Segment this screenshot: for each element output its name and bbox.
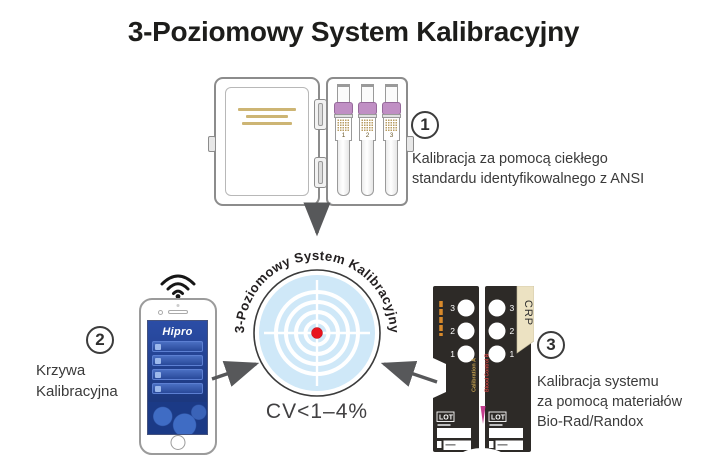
menu-icon bbox=[155, 343, 161, 350]
lot-icon bbox=[437, 441, 442, 448]
vial-label-pattern bbox=[337, 119, 350, 131]
phone-camera bbox=[158, 310, 163, 315]
page-title: 3-Poziomowy System Kalibracyjny bbox=[127, 16, 580, 47]
menu-icon bbox=[155, 385, 161, 392]
case-lid bbox=[208, 77, 320, 206]
calibration-a-vertical-text: Calibration A bbox=[472, 358, 478, 392]
vial-label: 1 bbox=[335, 117, 352, 141]
well-number: 1 bbox=[450, 349, 455, 359]
step-3-badge: 3 bbox=[537, 331, 565, 359]
vial-tube bbox=[385, 140, 398, 196]
vial-tube bbox=[361, 140, 374, 196]
vial-dropper bbox=[337, 84, 350, 103]
phone-sensor-dot bbox=[176, 304, 180, 307]
app-menu-item bbox=[152, 355, 203, 366]
step-1-caption: Kalibracja za pomocą ciekłego standardu … bbox=[412, 151, 645, 187]
vial-dropper bbox=[385, 84, 398, 103]
lot-print-line bbox=[497, 444, 508, 446]
calibration-target: 3-Poziomowy System Kalibracyjny CV<1–4% bbox=[232, 248, 402, 423]
blood-control-vertical-text: Blood Control B bbox=[485, 353, 491, 392]
case-lid-label bbox=[225, 87, 309, 196]
crp-tab-label: CRP bbox=[522, 300, 534, 326]
world-map-graphic bbox=[148, 402, 207, 434]
case-hinge bbox=[314, 157, 327, 188]
wifi-icon bbox=[160, 274, 196, 299]
case-label-line bbox=[238, 108, 296, 111]
phone-speaker bbox=[168, 310, 188, 314]
vial-label: 3 bbox=[383, 117, 400, 141]
lot-write-box bbox=[495, 440, 523, 450]
calibrator-vial: 1 bbox=[333, 84, 355, 202]
case-label-line bbox=[246, 115, 288, 118]
case-hinge bbox=[314, 99, 327, 130]
vial-number: 3 bbox=[389, 132, 394, 139]
phone-screen: Hipro bbox=[147, 320, 208, 435]
case-tray: 1 2 3 bbox=[326, 77, 414, 206]
lot-number-line bbox=[437, 424, 451, 426]
vial-dropper bbox=[361, 84, 374, 103]
menu-icon bbox=[155, 357, 161, 364]
calibrator-case: 1 2 3 bbox=[208, 77, 414, 208]
vial-label-pattern bbox=[385, 119, 398, 131]
cv-range-text: CV<1–4% bbox=[266, 400, 368, 423]
lot-label: LOT bbox=[491, 415, 506, 422]
card-well bbox=[457, 322, 475, 340]
case-latch bbox=[208, 136, 216, 152]
calibrator-vial: 2 bbox=[357, 84, 379, 202]
vial-label: 2 bbox=[359, 117, 376, 141]
card-well bbox=[457, 299, 475, 317]
step-2-caption: Krzywa Kalibracyjna bbox=[36, 362, 118, 400]
vial-number: 2 bbox=[365, 132, 370, 139]
well-number: 3 bbox=[510, 303, 515, 313]
lot-icon bbox=[489, 441, 494, 448]
crp-test-cards: 3 2 1 Calibration A LOT CRP 3 2 1 Blood … bbox=[433, 286, 534, 458]
hipro-logo: Hipro bbox=[162, 326, 193, 338]
lot-write-box bbox=[437, 428, 471, 438]
step-3-caption: Kalibracja systemu za pomocą materiałów … bbox=[537, 374, 683, 430]
step-2-badge: 2 bbox=[86, 326, 114, 354]
magenta-indicator bbox=[480, 406, 486, 424]
lot-label: LOT bbox=[439, 415, 454, 422]
card-well bbox=[488, 322, 506, 340]
well-number: 2 bbox=[450, 326, 455, 336]
card-well bbox=[488, 299, 506, 317]
vial-label-pattern bbox=[361, 119, 374, 131]
menu-icon bbox=[155, 371, 161, 378]
vial-tube bbox=[337, 140, 350, 196]
lot-write-box bbox=[443, 440, 471, 450]
calibrator-vial: 3 bbox=[381, 84, 403, 202]
target-bullseye-dot bbox=[311, 327, 323, 339]
lot-print-line bbox=[445, 444, 456, 446]
case-label-line bbox=[242, 122, 292, 125]
app-menu-item bbox=[152, 369, 203, 380]
crp-tab bbox=[516, 286, 534, 354]
card-well bbox=[488, 345, 506, 363]
well-number: 3 bbox=[450, 303, 455, 313]
lot-number-line bbox=[489, 424, 503, 426]
lot-write-box bbox=[489, 428, 523, 438]
phone-home-button bbox=[170, 435, 186, 450]
card-well bbox=[457, 345, 475, 363]
well-number: 2 bbox=[510, 326, 515, 336]
app-menu-item bbox=[152, 341, 203, 352]
hipro-phone: Hipro bbox=[139, 298, 217, 455]
vial-number: 1 bbox=[341, 132, 346, 139]
case-latch bbox=[406, 136, 414, 152]
well-number: 1 bbox=[510, 349, 515, 359]
step-1-badge: 1 bbox=[411, 111, 439, 139]
app-menu-item bbox=[152, 383, 203, 394]
